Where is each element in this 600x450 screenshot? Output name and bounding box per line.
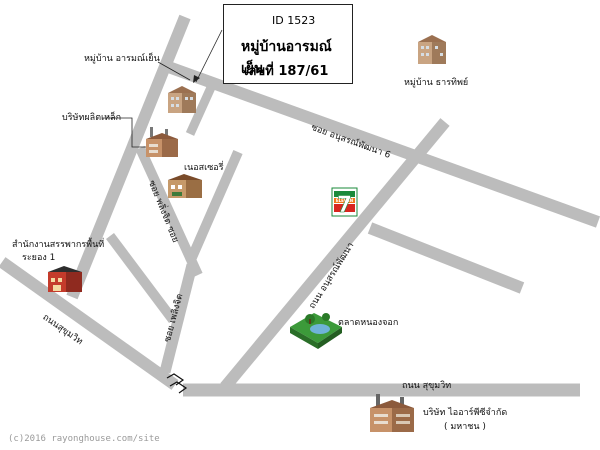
seven-eleven-number: 7: [337, 193, 352, 218]
watermark: (c)2016 rayonghouse.com/site: [8, 434, 160, 444]
callout-village: หมู่บ้านอารมณ์เย็น: [241, 39, 332, 77]
callout-house-number: เลขที่ 187/61: [244, 64, 329, 79]
leader-line-steel: [102, 117, 148, 148]
road-sukhumvit-diagonal: [0, 257, 179, 390]
seven-eleven-sub: ELEVEN: [336, 198, 353, 203]
road-soi-right: [367, 222, 525, 294]
location-callout: ID 1523 หมู่บ้านอารมณ์เย็น เลขที่ 187/61: [223, 4, 353, 84]
building-icon-arom-yen: [168, 86, 196, 113]
building-icon-revenue-office: [48, 266, 82, 292]
label-market: ตลาดหนองจอก: [338, 318, 399, 328]
label-revenue-office-line2: ระยอง 1: [22, 253, 56, 263]
label-road-sukhumvit-h: ถนน สุขุมวิท: [402, 381, 452, 391]
label-revenue-office-line1: สำนักงานสรรพากรพื้นที่: [12, 240, 105, 250]
factory-icon-steel: [146, 127, 178, 157]
seven-eleven-logo: 7 ELEVEN: [331, 187, 358, 218]
leader-line-village: [157, 61, 191, 81]
label-irpc-line1: บริษัท ไออาร์พีซีจำกัด: [423, 408, 508, 418]
road-anusorn-pattana: [220, 118, 450, 391]
label-village-tharathip: หมู่บ้าน ธารทิพย์: [404, 78, 469, 88]
building-icon-nursery: [168, 174, 202, 198]
road-inner-5: [185, 81, 218, 136]
callout-id: ID 1523: [272, 14, 316, 27]
label-village-arom-yen: หมู่บ้าน อารมณ์เย็น: [84, 54, 160, 64]
factory-icon-irpc: [370, 394, 414, 432]
label-steel-company: บริษัทผลิตเหล็ก: [62, 113, 122, 123]
road-inner-3: [106, 233, 177, 323]
road-inner-4: [185, 150, 243, 264]
building-icon-tharathip: [418, 35, 446, 64]
leader-arrow: [193, 75, 200, 83]
bridge-marker: [166, 373, 188, 394]
label-irpc-line2: ( มหาชน ): [444, 422, 486, 432]
market-park-icon: [290, 313, 342, 349]
road-inner-1: [159, 263, 198, 374]
leader-line-callout: [195, 29, 223, 83]
road-soi-6: [160, 59, 600, 228]
label-nursery: เนอสเซอรี่: [184, 163, 224, 173]
